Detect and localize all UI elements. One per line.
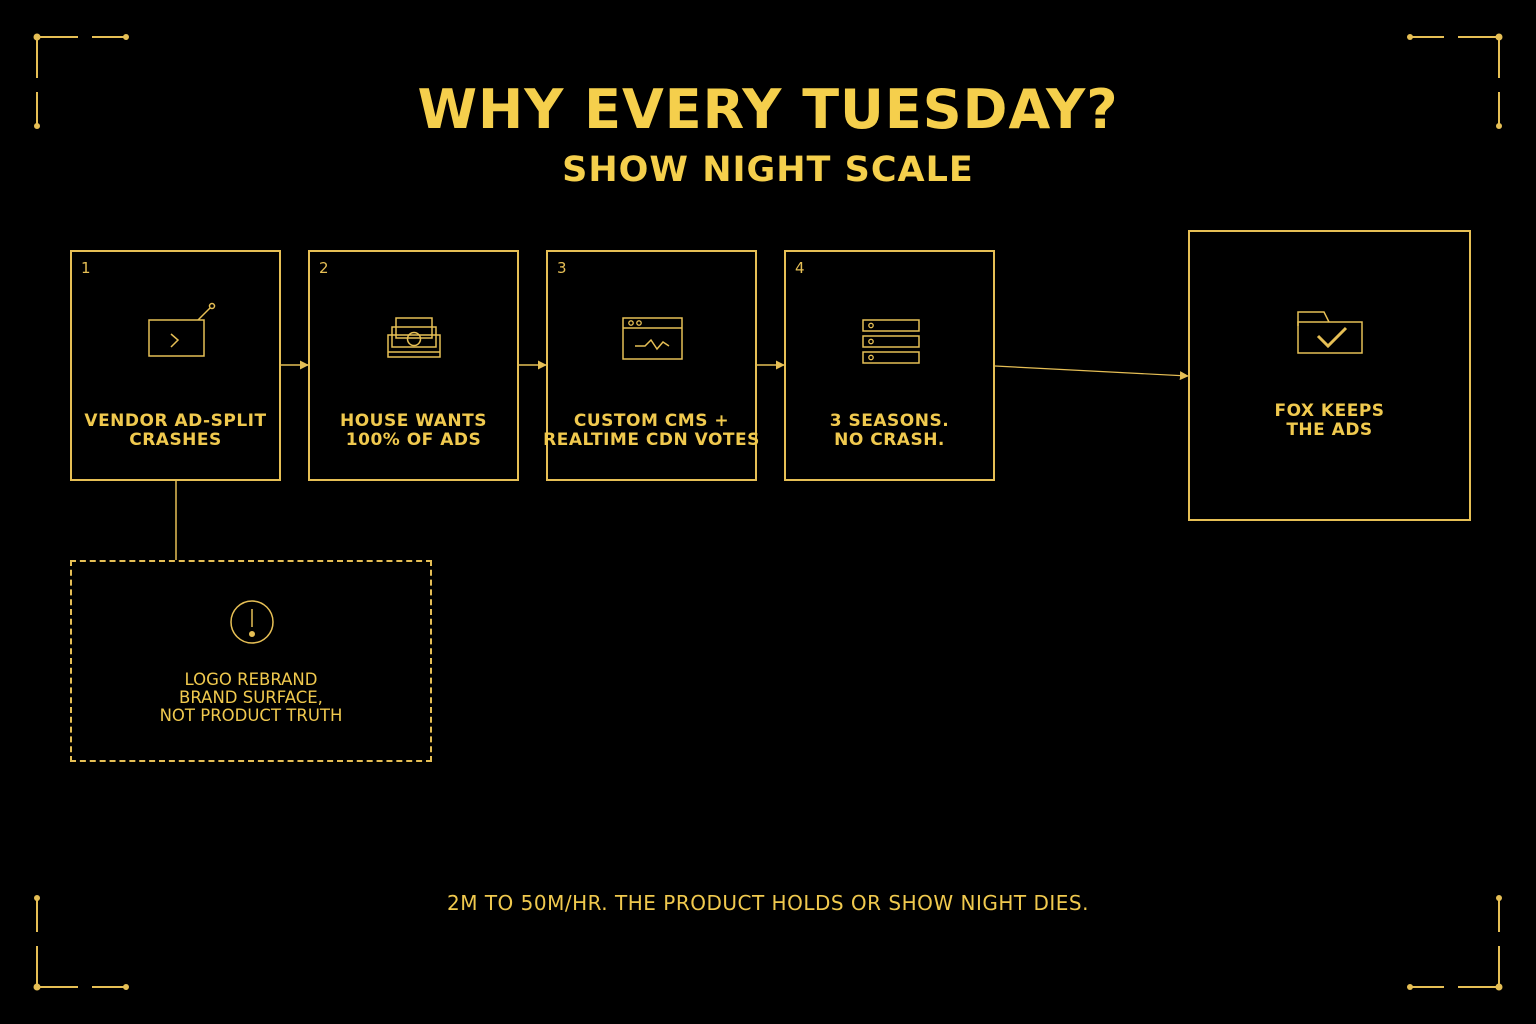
corner-bracket-bottom-left [33,895,129,991]
step-label: CUSTOM CMS + REALTIME CDN VOTES [543,411,760,450]
terminal-icon [148,302,216,357]
step-card-1: 1 VENDOR AD-SPLIT CRASHES [70,250,281,481]
alert-circle-icon [230,600,274,644]
page-subtitle: SHOW NIGHT SCALE [562,150,974,190]
server-stack-icon [862,319,920,364]
outcome-card: FOX KEEPS THE ADS [1188,230,1471,521]
page-title: WHY EVERY TUESDAY? [417,78,1119,141]
step-number: 1 [81,259,91,277]
step-label: VENDOR AD-SPLIT CRASHES [84,411,267,450]
step-label: 3 SEASONS. NO CRASH. [829,411,950,450]
step-card-2: 2 HOUSE WANTS 100% OF ADS [308,250,519,481]
side-note-card: LOGO REBRAND BRAND SURFACE, NOT PRODUCT … [70,560,432,762]
footer-tagline: 2M TO 50M/HR. THE PRODUCT HOLDS OR SHOW … [446,891,1089,915]
folder-check-icon [1297,311,1363,354]
arrow-step4-to-outcome [994,365,1189,381]
step-label: HOUSE WANTS 100% OF ADS [340,411,487,450]
step-number: 3 [557,259,567,277]
side-note-label: LOGO REBRAND BRAND SURFACE, NOT PRODUCT … [159,670,343,725]
outcome-label: FOX KEEPS THE ADS [1274,401,1385,440]
browser-chart-icon [622,317,683,360]
corner-bracket-top-right [1407,33,1503,129]
money-stack-icon [387,317,441,358]
step-card-4: 4 3 SEASONS. NO CRASH. [784,250,995,481]
step-number: 4 [795,259,805,277]
step-number: 2 [319,259,329,277]
corner-bracket-bottom-right [1407,895,1503,991]
step-card-3: 3 CUSTOM CMS + REALTIME CDN VOTES [543,250,759,481]
corner-bracket-top-left [33,33,129,129]
